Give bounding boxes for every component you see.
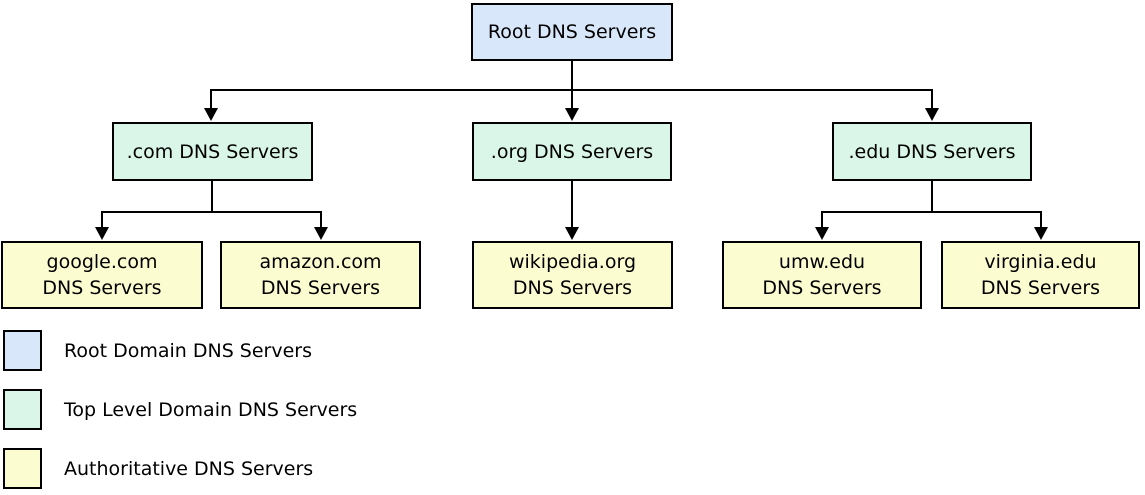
- node-label: .org DNS Servers: [490, 140, 654, 163]
- node-label-line2: DNS Servers: [260, 277, 381, 299]
- node-label: .com DNS Servers: [126, 140, 299, 163]
- node-label-line2: DNS Servers: [512, 277, 633, 299]
- node-amazon-com-dns-servers: amazon.com DNS Servers: [220, 241, 421, 309]
- node-label: .edu DNS Servers: [848, 140, 1016, 163]
- node-edu-dns-servers: .edu DNS Servers: [832, 122, 1032, 181]
- legend-item-root-domain: Root Domain DNS Servers: [3, 330, 312, 371]
- legend-item-top-level-domain: Top Level Domain DNS Servers: [3, 389, 357, 430]
- node-label-line1: virginia.edu: [984, 251, 1097, 273]
- node-google-com-dns-servers: google.com DNS Servers: [1, 241, 203, 309]
- legend-label: Root Domain DNS Servers: [64, 339, 313, 362]
- legend-swatch-top-level-domain: [3, 389, 42, 430]
- node-label-line1: wikipedia.org: [508, 251, 637, 273]
- legend-swatch-root-domain: [3, 330, 42, 371]
- node-label-line1: amazon.com: [259, 251, 382, 273]
- node-label-line1: umw.edu: [778, 251, 866, 273]
- legend-item-authoritative: Authoritative DNS Servers: [3, 448, 313, 489]
- legend-label: Authoritative DNS Servers: [64, 457, 314, 480]
- legend-label: Top Level Domain DNS Servers: [64, 398, 358, 421]
- node-umw-edu-dns-servers: umw.edu DNS Servers: [722, 241, 922, 309]
- node-virginia-edu-dns-servers: virginia.edu DNS Servers: [941, 241, 1140, 309]
- node-wikipedia-org-dns-servers: wikipedia.org DNS Servers: [472, 241, 673, 309]
- node-root-dns-servers: Root DNS Servers: [471, 3, 673, 61]
- node-com-dns-servers: .com DNS Servers: [112, 122, 313, 181]
- node-label: Root DNS Servers: [487, 21, 657, 43]
- node-label-line2: DNS Servers: [42, 277, 162, 299]
- node-org-dns-servers: .org DNS Servers: [472, 122, 672, 181]
- legend-swatch-authoritative: [3, 448, 42, 489]
- node-label-line2: DNS Servers: [762, 277, 882, 299]
- node-label-line1: google.com: [46, 251, 158, 273]
- node-label-line2: DNS Servers: [980, 277, 1101, 299]
